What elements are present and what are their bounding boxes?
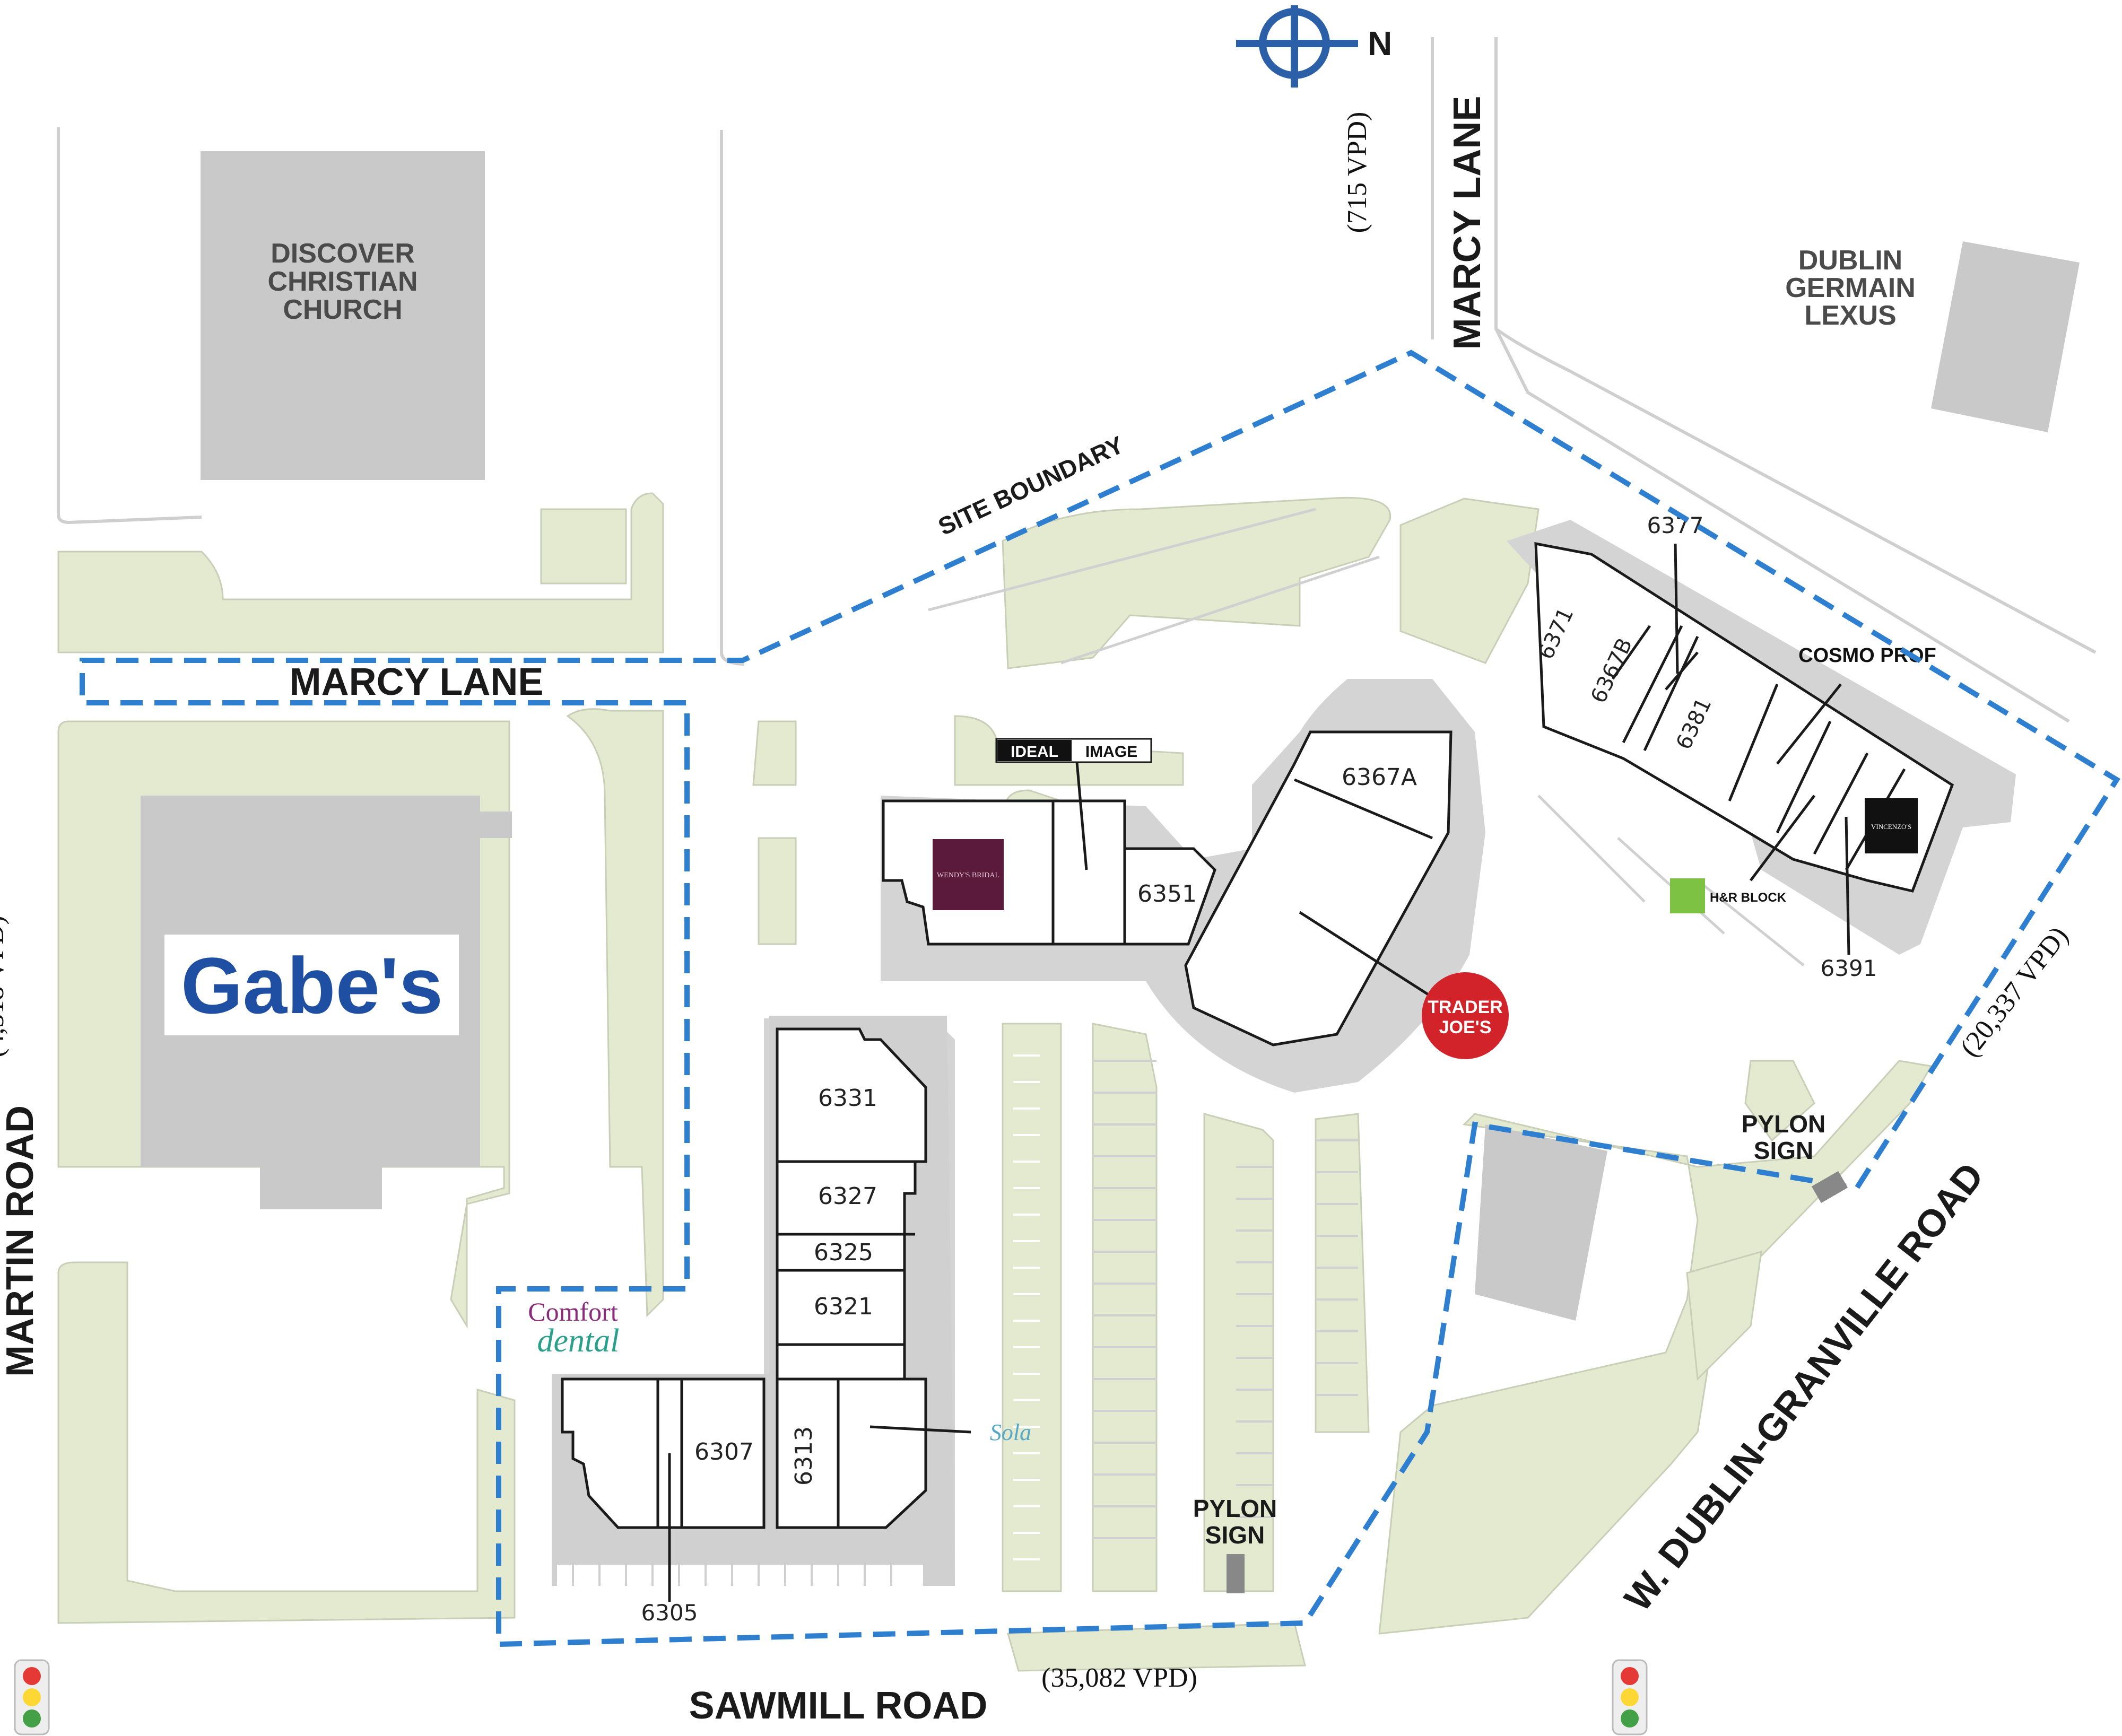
suite-6377: 6377 <box>1647 512 1704 538</box>
cosmo-prof-leader <box>1776 683 1842 765</box>
lexus-label-2: GERMAIN <box>1785 273 1916 303</box>
sw-dividers <box>777 1160 926 1528</box>
vincenzos-logo <box>1865 798 1918 853</box>
ideal-image-logo-left <box>997 740 1072 761</box>
bridal-logo-text: WENDY'S BRIDAL <box>937 871 999 879</box>
suite-6325: 6325 <box>814 1239 873 1266</box>
compass-icon <box>1236 5 1358 88</box>
pylon-sign-1-label-1: PYLON <box>1742 1110 1825 1138</box>
site-boundary-line <box>80 350 2120 1647</box>
vincenzos-leader <box>1845 816 1850 955</box>
pylon-sign-1 <box>1811 1171 1848 1203</box>
parking-stripes <box>1013 1054 1040 1560</box>
martin-road-label: MARTIN ROAD <box>0 1105 41 1377</box>
suite-6331: 6331 <box>818 1085 877 1112</box>
suite-6351: 6351 <box>1137 880 1197 908</box>
pylon-sign-1-label-2: SIGN <box>1754 1137 1813 1164</box>
suite-6313: 6313 <box>790 1426 818 1486</box>
suite-6367a: 6367A <box>1342 764 1417 791</box>
sw-building-upper <box>776 1027 927 1529</box>
sola-logo: Sola <box>990 1419 1031 1445</box>
hr-block-text: H&R BLOCK <box>1710 891 1787 905</box>
angled-parking <box>928 508 1805 966</box>
ne-strip-building <box>1534 542 1954 893</box>
suite-6327: 6327 <box>818 1183 877 1210</box>
leader-6377 <box>1674 543 1679 674</box>
marcy-lane-label-left: MARCY LANE <box>290 661 544 703</box>
lexus-building <box>1931 241 2080 432</box>
compass-north-label: N <box>1368 24 1392 63</box>
ideal-image-leader <box>1075 762 1088 870</box>
ideal-image-text-a: IDEAL <box>1011 743 1058 761</box>
building-6307 <box>561 1377 766 1529</box>
trader-joes-text-2: JOE'S <box>1439 1017 1492 1037</box>
trader-joes-building <box>1184 730 1453 1046</box>
pylon-sign-2 <box>1227 1554 1245 1593</box>
sola-leader <box>869 1425 971 1434</box>
ideal-image-text-b: IMAGE <box>1085 743 1137 761</box>
road-curbs <box>57 37 2097 723</box>
hr-block-leader <box>1750 795 1815 882</box>
comfort-dental-logo-1: Comfort <box>528 1297 618 1327</box>
church-label-3: CHURCH <box>283 294 402 325</box>
suite-6321: 6321 <box>814 1293 873 1320</box>
suite-6305: 6305 <box>641 1600 698 1626</box>
parking-stripes-2 <box>572 1060 1358 1586</box>
trader-joes-divider <box>1294 778 1433 840</box>
lexus-label-3: LEXUS <box>1804 300 1896 331</box>
pylon-sign-2-label-2: SIGN <box>1205 1521 1265 1549</box>
bridal-logo <box>933 839 1004 910</box>
vincenzos-text: VINCENZO'S <box>1871 823 1911 831</box>
traffic-light-icon-right <box>1612 1659 1648 1735</box>
lexus-label-1: DUBLIN <box>1798 245 1902 276</box>
church-label-2: CHRISTIAN <box>267 266 418 297</box>
traffic-light-icon-left <box>14 1659 50 1735</box>
gabes-logo-box <box>164 935 459 1035</box>
martin-vpd: (4,518 VPD) <box>0 915 10 1058</box>
sawmill-vpd: (35,082 VPD) <box>1041 1663 1197 1693</box>
gabes-logo: Gabe's <box>181 941 443 1030</box>
hr-block-logo <box>1670 878 1705 913</box>
trader-joes-leader <box>1299 911 1433 999</box>
suite-6307: 6307 <box>694 1438 754 1465</box>
comfort-dental-logo-2: dental <box>537 1323 620 1359</box>
church-label-1: DISCOVER <box>271 238 415 269</box>
ne-strip-dividers <box>1611 625 1906 871</box>
suite-6391: 6391 <box>1821 955 1877 981</box>
sawmill-road-label: SAWMILL ROAD <box>689 1685 988 1727</box>
pylon-sign-2-label-1: PYLON <box>1193 1495 1277 1522</box>
se-outparcel-building <box>1475 1124 1607 1321</box>
trader-joes-logo <box>1422 972 1509 1059</box>
church-building <box>201 151 485 480</box>
trader-joes-text-1: TRADER <box>1428 997 1503 1017</box>
marcy-lane-label-top: MARCY LANE <box>1446 96 1489 350</box>
marcy-vpd: (715 VPD) <box>1342 112 1372 233</box>
